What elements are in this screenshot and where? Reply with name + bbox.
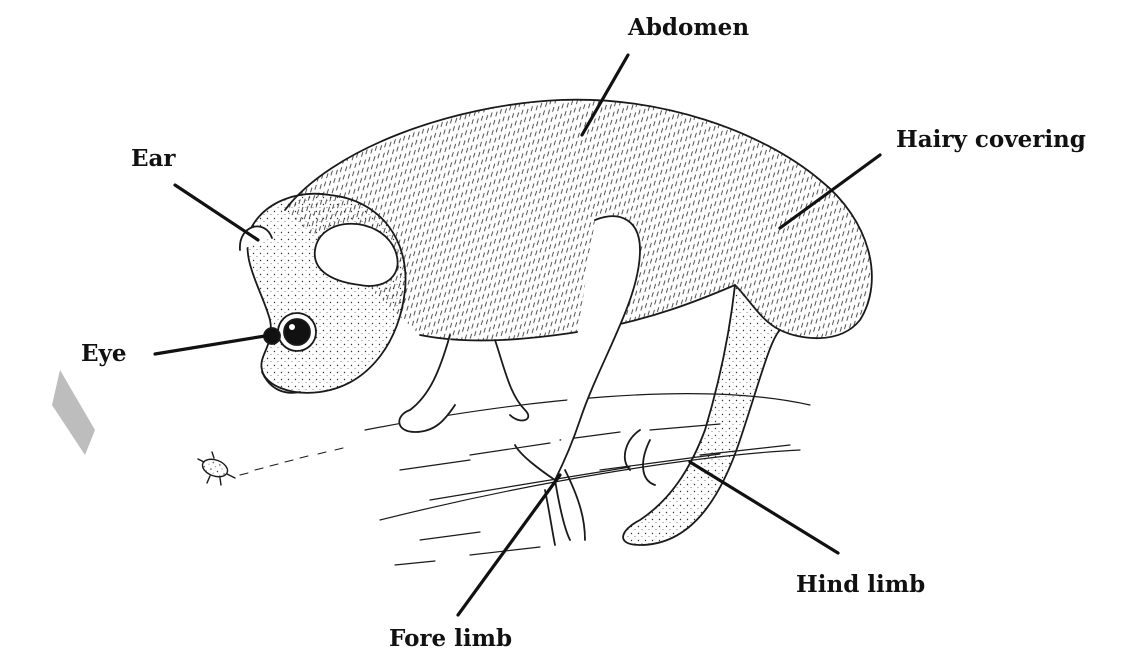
leader-eye [155,336,265,354]
beetle [198,448,343,485]
leader-hind-limb [690,462,838,553]
leader-fore-limb [458,475,560,615]
label-hind-limb: Hind limb [796,573,925,596]
label-fore-limb: Fore limb [389,627,512,650]
label-ear: Ear [131,147,176,170]
label-hairy-covering: Hairy covering [896,128,1086,151]
label-eye: Eye [81,342,127,365]
leader-ear [175,185,258,240]
label-abdomen: Abdomen [628,16,749,39]
decorative-mark [52,370,95,455]
